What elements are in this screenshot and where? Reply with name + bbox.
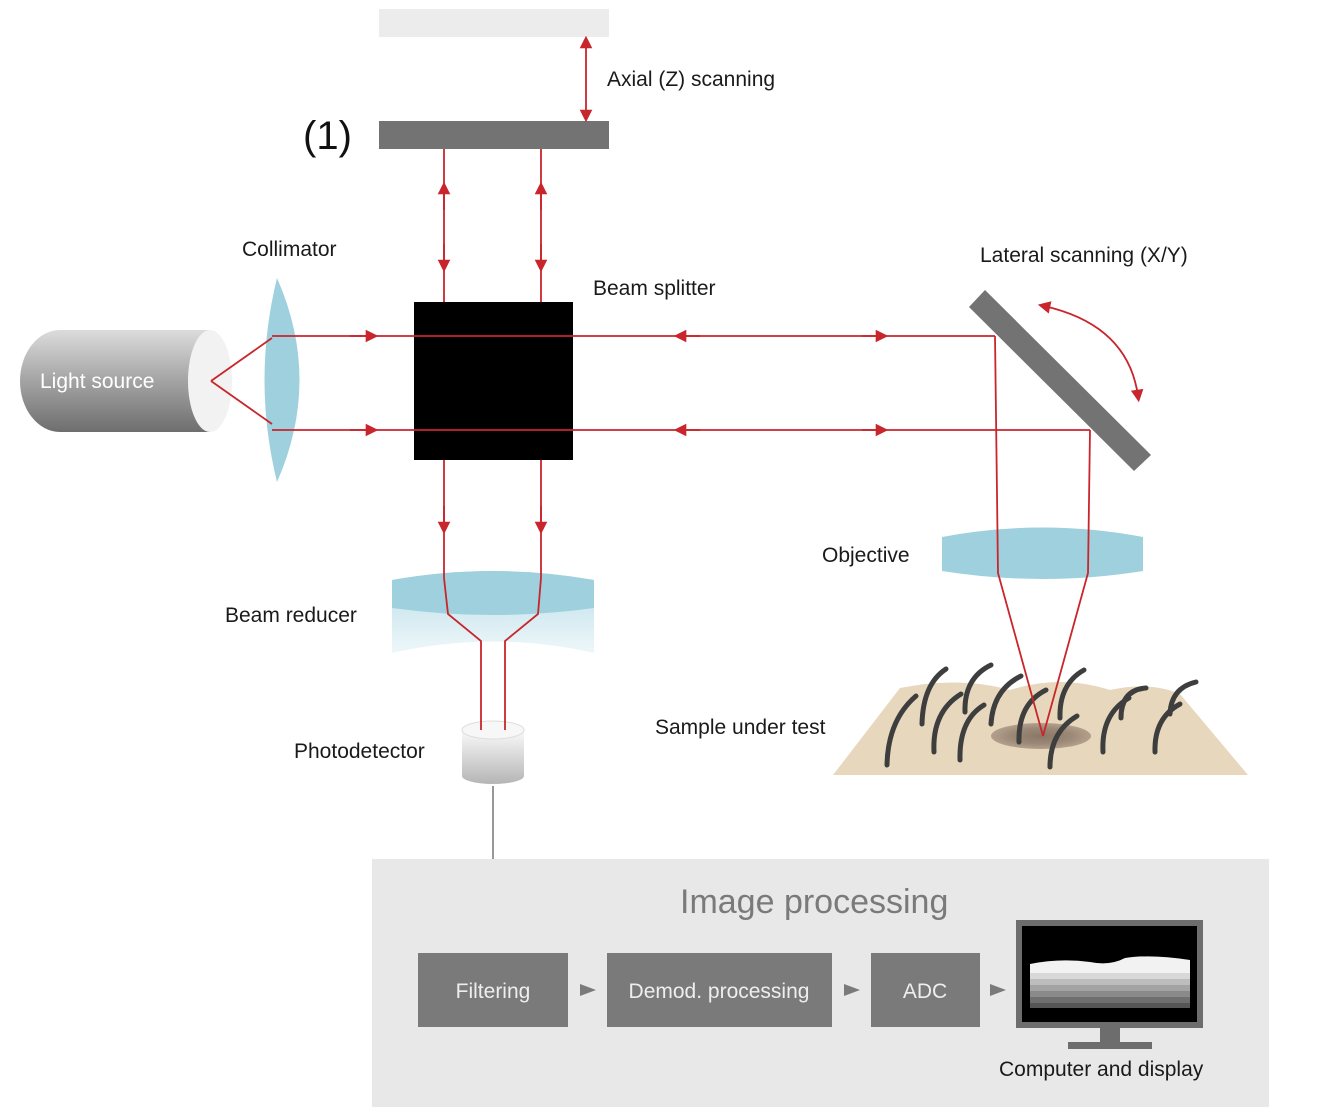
light-source-label: Light source [40,370,154,393]
beam-reducer-label: Beam reducer [225,604,357,627]
computer-display-icon [1016,920,1203,1049]
adc-label: ADC [903,980,947,1003]
beam-splitter-label: Beam splitter [593,277,716,300]
photodetector [461,720,525,784]
sample-under-test [833,662,1248,775]
objective-lens [942,527,1143,579]
demod-processing-box [607,953,832,1027]
objective-label: Objective [822,544,910,567]
lateral-scanning-label: Lateral scanning (X/Y) [980,244,1188,267]
flow-arrow-icon [580,984,596,996]
flow-arrow-icon [844,984,860,996]
sample-label: Sample under test [655,716,826,739]
beam-paths [210,149,1091,737]
reference-mirror-top [379,9,609,37]
rotation-arrow [1037,301,1144,403]
filtering-label: Filtering [456,980,531,1003]
axial-scanning-label: Axial (Z) scanning [607,68,775,91]
light-source: Light source [20,330,232,432]
beam-reducer [392,571,594,653]
demod-processing-label: Demod. processing [629,980,810,1003]
collimator-label: Collimator [242,238,337,261]
flow-arrow-icon [990,984,1006,996]
beam-splitter [414,302,573,460]
marker-label: (1) [303,114,352,158]
photodetector-label: Photodetector [294,740,425,763]
image-processing-title: Image processing [680,883,948,921]
filtering-box [418,953,568,1027]
adc-box [871,953,980,1027]
computer-display-label: Computer and display [999,1058,1204,1081]
collimator-lens [264,278,300,482]
reference-mirror [379,121,609,149]
